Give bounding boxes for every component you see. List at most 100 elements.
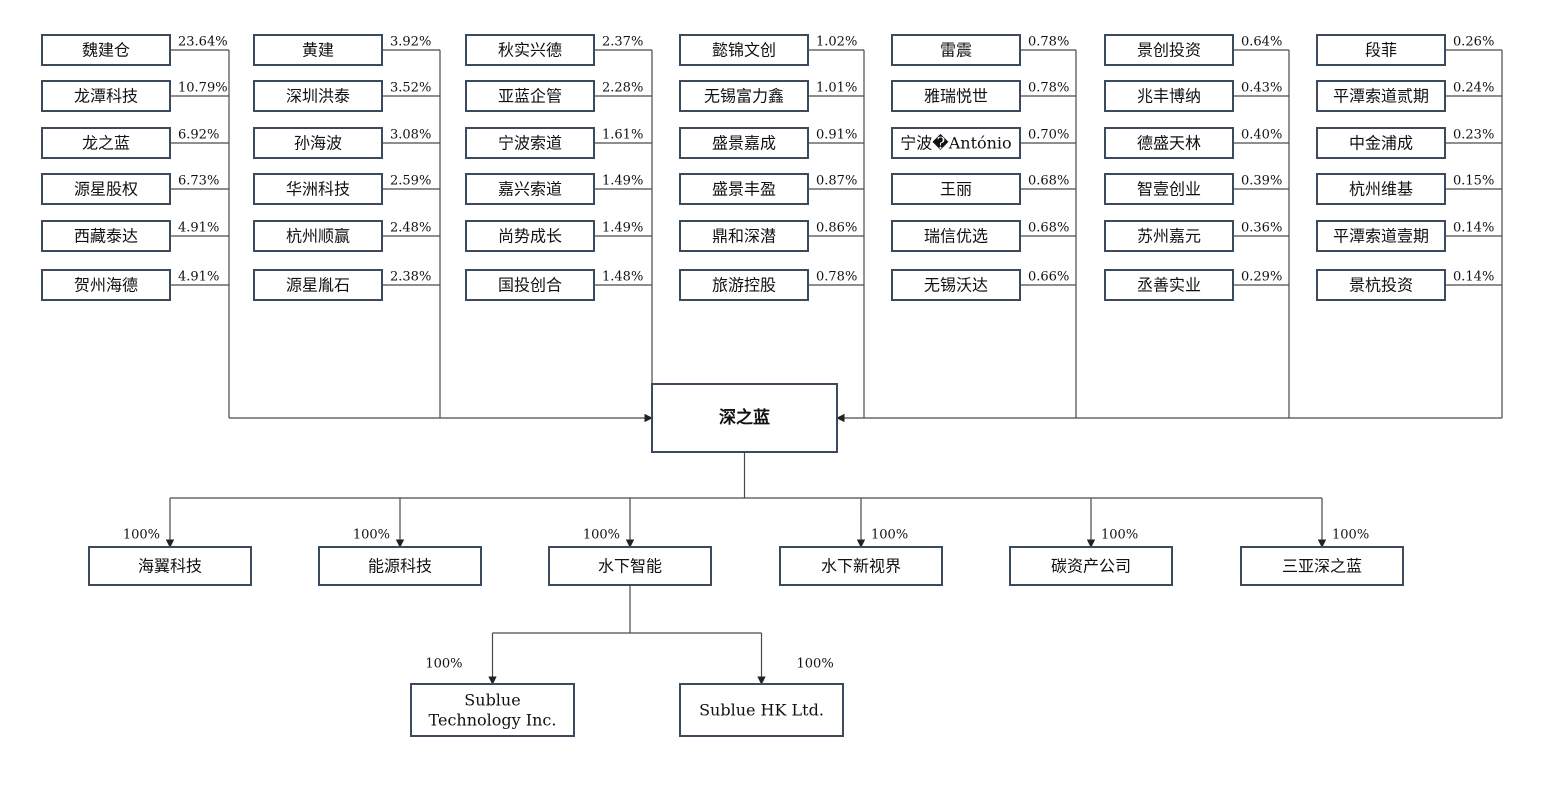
shareholder-name: 盛景嘉成 [712, 134, 776, 153]
subsidiary-percentage: 100% [583, 528, 620, 543]
shareholder-name: 瑞信优选 [924, 227, 988, 246]
shareholder-box [679, 269, 809, 301]
shareholder-name: 宁波索道 [498, 134, 562, 153]
connector-lines [165, 49, 1503, 685]
shareholder-box [1316, 269, 1446, 301]
shareholder-name: 黄建 [302, 41, 334, 60]
shareholder-box [1104, 127, 1234, 159]
shareholder-name: 杭州顺赢 [286, 227, 350, 246]
shareholder-box [891, 173, 1021, 205]
shareholder-percentage: 1.61% [602, 128, 643, 143]
shareholder-box [465, 127, 595, 159]
shareholder-percentage: 2.59% [390, 174, 431, 189]
shareholder-name: 景创投资 [1137, 41, 1201, 60]
shareholder-box [253, 269, 383, 301]
shareholder-percentage: 0.87% [816, 174, 857, 189]
subsidiary-name: 水下新视界 [821, 557, 901, 576]
shareholder-percentage: 3.08% [390, 128, 431, 143]
shareholder-name: 懿锦文创 [712, 41, 776, 60]
shareholder-name: 盛景丰盈 [712, 180, 776, 199]
shareholder-percentage: 1.49% [602, 221, 643, 236]
shareholder-box [891, 80, 1021, 112]
shareholder-box [1316, 80, 1446, 112]
shareholder-name: 兆丰博纳 [1137, 87, 1201, 106]
shareholder-percentage: 2.48% [390, 221, 431, 236]
subsidiary-percentage: 100% [353, 528, 390, 543]
shareholder-percentage: 0.24% [1453, 81, 1494, 96]
sub-subsidiary-name-line: Sublue [464, 691, 520, 710]
center-company-box [651, 383, 838, 453]
subsidiary-percentage: 100% [1101, 528, 1138, 543]
shareholder-percentage: 1.01% [816, 81, 857, 96]
shareholder-name: 源星胤石 [286, 276, 350, 295]
shareholder-percentage: 0.43% [1241, 81, 1282, 96]
shareholder-name: 平潭索道壹期 [1333, 227, 1429, 246]
shareholder-box [1316, 173, 1446, 205]
subsidiary-name: 水下智能 [598, 557, 662, 576]
shareholder-box [41, 127, 171, 159]
shareholder-percentage: 0.78% [816, 270, 857, 285]
shareholder-box [41, 173, 171, 205]
subsidiary-name: 海翼科技 [138, 557, 202, 576]
shareholder-name: 西藏泰达 [74, 227, 138, 246]
shareholder-percentage: 0.68% [1028, 221, 1069, 236]
shareholder-name: 德盛天林 [1137, 134, 1201, 153]
shareholder-percentage: 0.39% [1241, 174, 1282, 189]
shareholder-box [1316, 127, 1446, 159]
shareholder-percentage: 0.14% [1453, 270, 1494, 285]
shareholder-box [679, 220, 809, 252]
shareholder-percentage: 1.48% [602, 270, 643, 285]
shareholder-box [891, 220, 1021, 252]
shareholder-percentage: 0.14% [1453, 221, 1494, 236]
shareholder-name: 尚势成长 [498, 227, 562, 246]
center-company-name: 深之蓝 [719, 407, 770, 428]
shareholder-name: 鼎和深潜 [712, 227, 776, 246]
shareholder-percentage: 2.38% [390, 270, 431, 285]
shareholder-box [1104, 269, 1234, 301]
sub-subsidiary-box [410, 683, 575, 737]
shareholder-percentage: 6.73% [178, 174, 219, 189]
shareholder-percentage: 2.28% [602, 81, 643, 96]
subsidiary-percentage: 100% [871, 528, 908, 543]
shareholder-percentage: 4.91% [178, 221, 219, 236]
shareholder-percentage: 0.26% [1453, 35, 1494, 50]
sub-subsidiary-percentage: 100% [425, 657, 462, 672]
shareholder-box [891, 34, 1021, 66]
shareholder-box [41, 80, 171, 112]
shareholder-percentage: 0.86% [816, 221, 857, 236]
shareholder-percentage: 0.70% [1028, 128, 1069, 143]
shareholder-name: 贺州海德 [74, 276, 138, 295]
shareholder-box [679, 127, 809, 159]
subsidiary-box [548, 546, 712, 586]
shareholder-box [1316, 34, 1446, 66]
shareholder-name: 魏建仓 [82, 41, 130, 60]
shareholder-name: 杭州维基 [1349, 180, 1413, 199]
sub-subsidiary-name-line: Sublue HK Ltd. [699, 701, 824, 720]
shareholder-percentage: 6.92% [178, 128, 219, 143]
shareholder-box [465, 34, 595, 66]
sub-subsidiary-box [679, 683, 844, 737]
shareholder-percentage: 0.91% [816, 128, 857, 143]
shareholder-box [253, 80, 383, 112]
shareholder-percentage: 0.78% [1028, 35, 1069, 50]
shareholder-box [679, 80, 809, 112]
subsidiary-box [318, 546, 482, 586]
shareholder-percentage: 1.02% [816, 35, 857, 50]
shareholder-name: 华洲科技 [286, 180, 350, 199]
sub-subsidiary-name-line: Technology Inc. [429, 711, 557, 730]
shareholder-box [253, 220, 383, 252]
shareholder-percentage: 0.64% [1241, 35, 1282, 50]
shareholder-percentage: 3.92% [390, 35, 431, 50]
subsidiary-name: 三亚深之蓝 [1282, 557, 1362, 576]
shareholder-box [1104, 34, 1234, 66]
shareholder-name: 深圳洪泰 [286, 87, 350, 106]
shareholder-percentage: 0.40% [1241, 128, 1282, 143]
shareholder-box [41, 269, 171, 301]
shareholder-percentage: 3.52% [390, 81, 431, 96]
shareholder-name: 龙之蓝 [82, 134, 130, 153]
shareholder-percentage: 0.78% [1028, 81, 1069, 96]
shareholder-box [41, 34, 171, 66]
shareholder-name: 雷震 [940, 41, 972, 60]
shareholder-name: 无锡富力鑫 [704, 87, 784, 106]
